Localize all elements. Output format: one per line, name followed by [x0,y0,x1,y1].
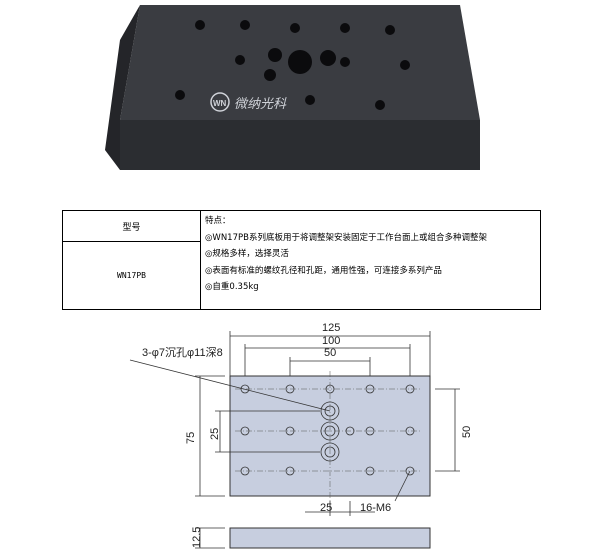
dim-right: 50 [461,426,473,438]
bullet-icon: ◎ [205,232,213,243]
dim-hole-span: 100 [322,335,340,347]
dim-width: 125 [322,322,340,334]
logo-text: 微纳光科 [234,97,287,112]
counterbore-note: 3-φ7沉孔φ11深8 [142,346,223,359]
plate-left-face [105,5,140,170]
bullet-icon: ◎ [205,265,213,276]
logo-mark: WN [213,99,227,108]
product-photo: WN 微纳光科 [105,5,480,170]
model-header: 型号 [63,211,201,242]
plate-side-view [229,527,431,549]
plate-front-face [120,120,480,170]
feature-item: ◎表面有标准的螺纹孔径和孔距，通用性强，可连接多系列产品 [205,265,442,276]
dim-bottom: 25 [320,502,332,514]
dim-thickness: 12.5 [191,527,203,548]
bullet-icon: ◎ [205,249,213,259]
thread-note: 16-M6 [360,502,391,514]
dim-height: 75 [185,432,197,444]
dim-inner: 25 [209,428,221,440]
bullet-icon: ◎ [205,282,213,292]
model-column: 型号 WN17PB [63,211,201,309]
technical-drawing: 125 100 50 75 25 50 25 3-φ7沉孔φ11深8 16-M6… [129,322,473,549]
feature-item: ◎WN17PB系列底板用于将调整架安装固定于工作台面上或组合多种调整架 [205,232,487,243]
feature-item: ◎规格多样，选择灵活 [205,249,289,259]
plate-holes [175,20,410,110]
features-header: 特点： [205,216,231,226]
feature-item: ◎自重0.35kg [205,282,259,292]
spec-table: 型号 WN17PB 特点： ◎WN17PB系列底板用于将调整架安装固定于工作台面… [62,210,541,310]
logo-icon [210,92,230,112]
features-cell: 特点： ◎WN17PB系列底板用于将调整架安装固定于工作台面上或组合多种调整架 … [201,211,540,309]
model-value: WN17PB [63,242,201,309]
dim-half: 50 [324,347,336,359]
